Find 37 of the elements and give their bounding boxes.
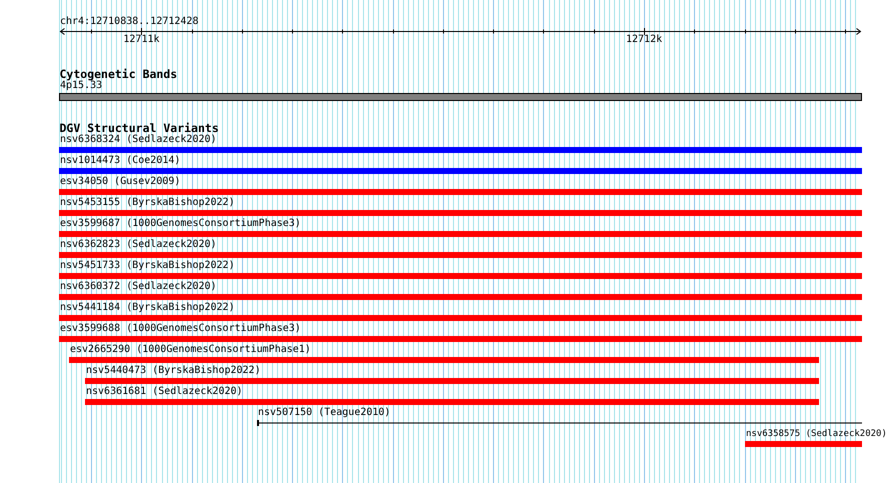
variant-bar	[59, 294, 862, 300]
feature-label: nsv507150 (Teague2010)	[258, 407, 390, 419]
feature-label: nsv5441184 (ByrskaBishop2022)	[60, 302, 235, 314]
variant-bar	[85, 378, 819, 384]
feature-label: nsv6362823 (Sedlazeck2020)	[60, 239, 217, 251]
feature-label: esv3599687 (1000GenomesConsortiumPhase3)	[60, 218, 301, 230]
variant-bar	[59, 315, 862, 321]
variant-bar	[69, 357, 819, 363]
feature-label: nsv5453155 (ByrskaBishop2022)	[60, 197, 235, 209]
ruler-tick-label: 12712k	[626, 34, 662, 46]
variant-bar	[59, 147, 862, 153]
variant-bar	[59, 210, 862, 216]
band-label: 4p15.33	[60, 80, 102, 92]
feature-label: nsv6358575 (Sedlazeck2020)	[746, 428, 887, 440]
cytoband-bar	[59, 93, 862, 101]
feature-label: nsv5440473 (ByrskaBishop2022)	[86, 365, 261, 377]
feature-label: nsv6368324 (Sedlazeck2020)	[60, 134, 217, 146]
variant-bar	[59, 273, 862, 279]
ruler-range-label: chr4:12710838..12712428	[60, 16, 198, 28]
feature-label: esv34050 (Gusev2009)	[60, 176, 180, 188]
feature-label: nsv5451733 (ByrskaBishop2022)	[60, 260, 235, 272]
feature-label: nsv6360372 (Sedlazeck2020)	[60, 281, 217, 293]
ruler-tick-label: 12711k	[123, 34, 160, 46]
variant-bar	[59, 231, 862, 237]
feature-label: esv3599688 (1000GenomesConsortiumPhase3)	[60, 323, 301, 335]
variant-bar	[59, 189, 862, 195]
variant-line	[257, 420, 862, 426]
variant-bar	[85, 399, 819, 405]
variant-bar	[59, 336, 862, 342]
feature-label: nsv1014473 (Coe2014)	[60, 155, 180, 167]
variant-bar	[59, 168, 862, 174]
feature-label: esv2665290 (1000GenomesConsortiumPhase1)	[70, 344, 311, 356]
feature-label: nsv6361681 (Sedlazeck2020)	[86, 386, 243, 398]
variant-bar	[59, 252, 862, 258]
variant-bar	[745, 441, 862, 447]
track-title: DGV Structural Variants	[60, 122, 219, 134]
track-title: Cytogenetic Bands	[60, 68, 178, 80]
